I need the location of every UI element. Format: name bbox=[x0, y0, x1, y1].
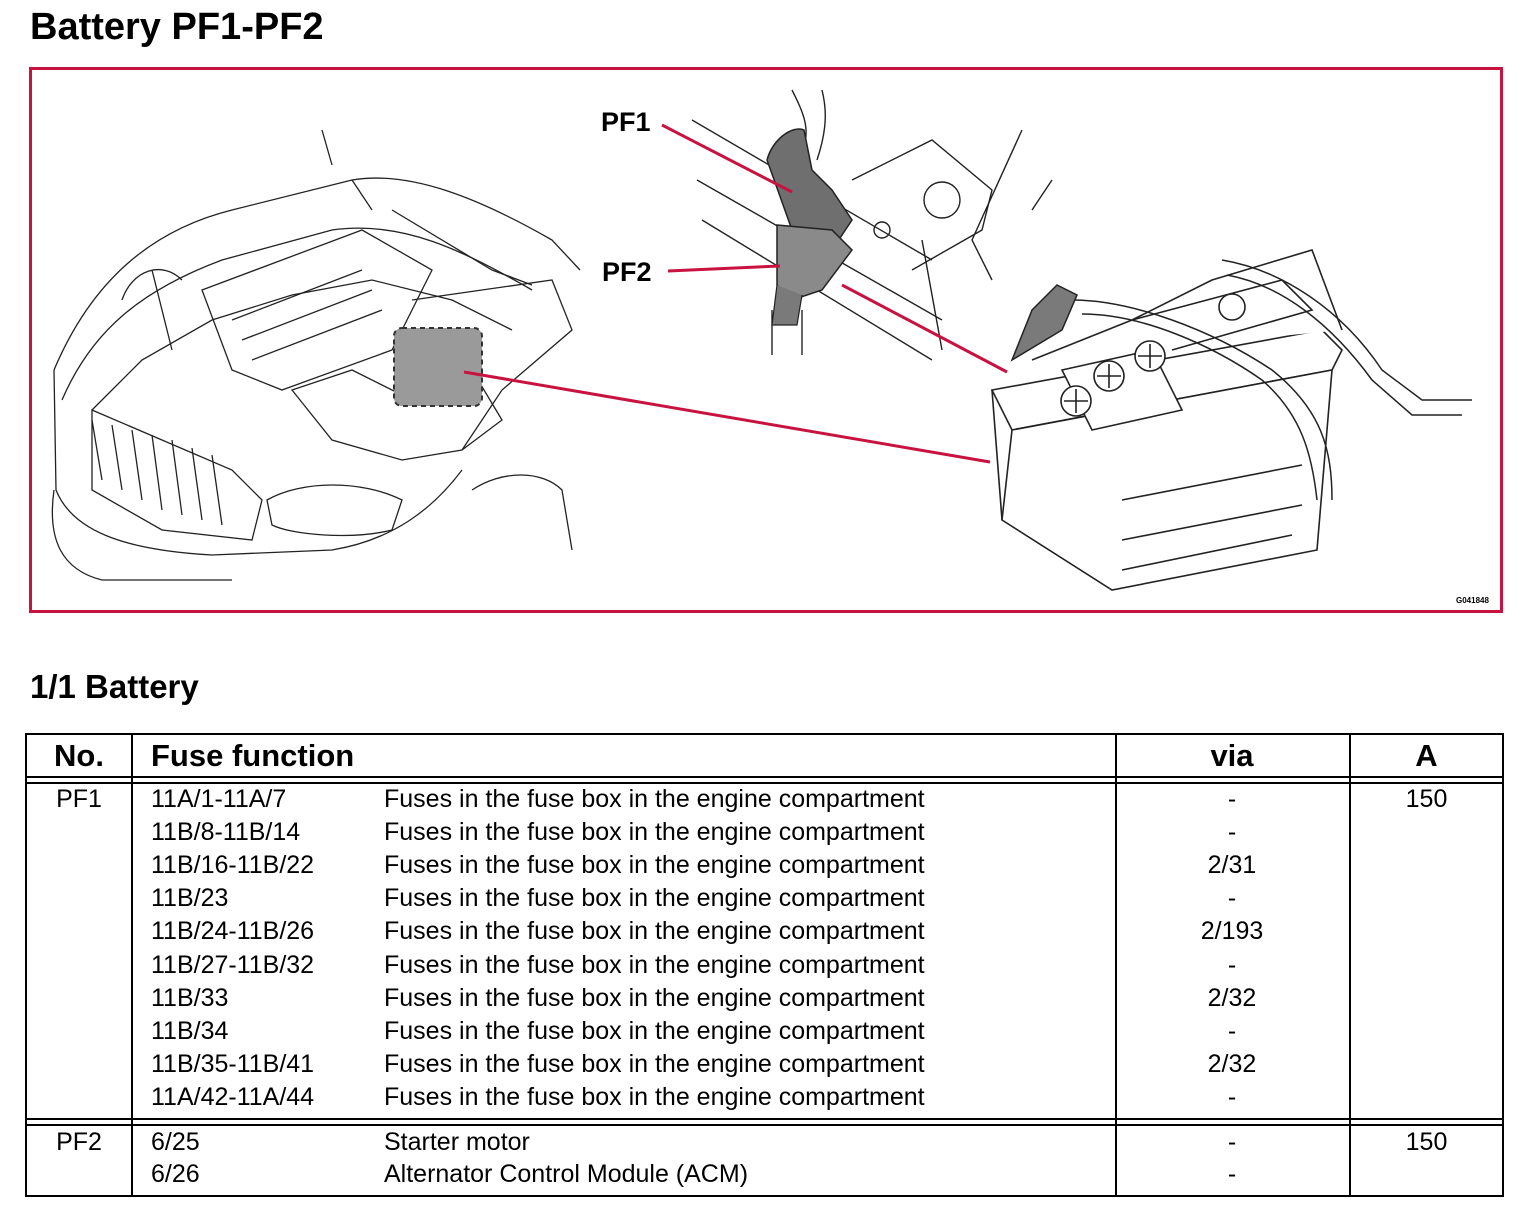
fuse-code: 11B/24-11B/26 bbox=[151, 917, 315, 946]
car-front-drawing bbox=[51, 129, 581, 581]
group-divider bbox=[27, 1118, 1502, 1120]
fuse-description: Fuses in the fuse box in the engine comp… bbox=[384, 1082, 925, 1111]
fuse-code: 11A/42-11A/44 bbox=[151, 1082, 315, 1111]
battery-drawing bbox=[990, 249, 1343, 591]
column-divider bbox=[1115, 735, 1117, 1195]
fuse-number: PF1 bbox=[56, 785, 102, 813]
fuse-description: Fuses in the fuse box in the engine comp… bbox=[384, 983, 925, 1012]
fuse-via: - bbox=[1227, 884, 1237, 913]
page-title: Battery PF1-PF2 bbox=[30, 6, 324, 48]
pf1-callout: PF1 bbox=[601, 107, 651, 137]
fuse-via: - bbox=[1227, 785, 1237, 813]
fuse-description: Starter motor bbox=[384, 1128, 530, 1156]
pf1-fuse-shape bbox=[766, 128, 853, 251]
fuse-description: Fuses in the fuse box in the engine comp… bbox=[384, 950, 925, 979]
fuse-code: 11A/1-11A/7 bbox=[151, 785, 287, 813]
fuse-table: No. Fuse function via A PF1 150 11A/1-11A/… bbox=[25, 733, 1504, 1197]
fuse-via: - bbox=[1227, 1160, 1237, 1188]
header-function: Fuse function bbox=[151, 738, 355, 773]
fuse-via: - bbox=[1227, 1082, 1237, 1111]
fuse-code: 11B/16-11B/22 bbox=[151, 851, 315, 880]
header-no: No. bbox=[54, 738, 104, 773]
column-divider bbox=[131, 735, 133, 1195]
fuse-description: Fuses in the fuse box in the engine comp… bbox=[384, 917, 925, 946]
fuse-via: 2/32 bbox=[1207, 1049, 1257, 1078]
battery-location-figure: PF1 PF2 G041848 bbox=[29, 67, 1503, 613]
illustration-id: G041848 bbox=[1456, 596, 1489, 605]
pf2-callout: PF2 bbox=[602, 257, 652, 287]
terminal-detail-drawing bbox=[691, 89, 1053, 361]
header-divider bbox=[27, 776, 1502, 778]
leader-lines bbox=[463, 123, 1008, 464]
battery-highlight-box bbox=[393, 327, 483, 407]
fuse-code: 11B/35-11B/41 bbox=[151, 1049, 315, 1078]
fuse-description: Fuses in the fuse box in the engine comp… bbox=[384, 851, 925, 880]
header-divider bbox=[27, 782, 1502, 784]
fuse-via: - bbox=[1227, 950, 1237, 979]
fuse-code: 11B/8-11B/14 bbox=[151, 818, 301, 847]
column-divider bbox=[1349, 735, 1351, 1195]
fuse-via: 2/193 bbox=[1200, 917, 1264, 946]
fuse-code: 11B/23 bbox=[151, 884, 229, 913]
fuse-amperage: 150 bbox=[1405, 785, 1448, 813]
fuse-code: 6/26 bbox=[151, 1160, 200, 1188]
fuse-via: - bbox=[1227, 1128, 1237, 1156]
fuse-via: - bbox=[1227, 1016, 1237, 1045]
fuse-amperage: 150 bbox=[1405, 1128, 1448, 1156]
fuse-number: PF2 bbox=[56, 1128, 102, 1156]
fuse-via: - bbox=[1227, 818, 1237, 847]
fuse-code: 11B/34 bbox=[151, 1016, 229, 1045]
engine-bay-illustration bbox=[51, 89, 1472, 591]
fuse-code: 11B/27-11B/32 bbox=[151, 950, 315, 979]
section-title: 1/1 Battery bbox=[30, 668, 199, 705]
group-divider bbox=[27, 1124, 1502, 1126]
fuse-description: Alternator Control Module (ACM) bbox=[384, 1160, 749, 1188]
fuse-code: 11B/33 bbox=[151, 983, 229, 1012]
battery-cables-drawing bbox=[1010, 259, 1472, 501]
fuse-description: Fuses in the fuse box in the engine comp… bbox=[384, 818, 925, 847]
fuse-via: 2/31 bbox=[1207, 851, 1257, 880]
fuse-description: Fuses in the fuse box in the engine comp… bbox=[384, 785, 925, 813]
header-amps: A bbox=[1415, 738, 1438, 773]
fuse-description: Fuses in the fuse box in the engine comp… bbox=[384, 1049, 925, 1078]
fuse-code: 6/25 bbox=[151, 1128, 200, 1156]
fuse-description: Fuses in the fuse box in the engine comp… bbox=[384, 1016, 925, 1045]
fuse-description: Fuses in the fuse box in the engine comp… bbox=[384, 884, 925, 913]
fuse-via: 2/32 bbox=[1207, 983, 1257, 1012]
header-via: via bbox=[1210, 738, 1254, 773]
